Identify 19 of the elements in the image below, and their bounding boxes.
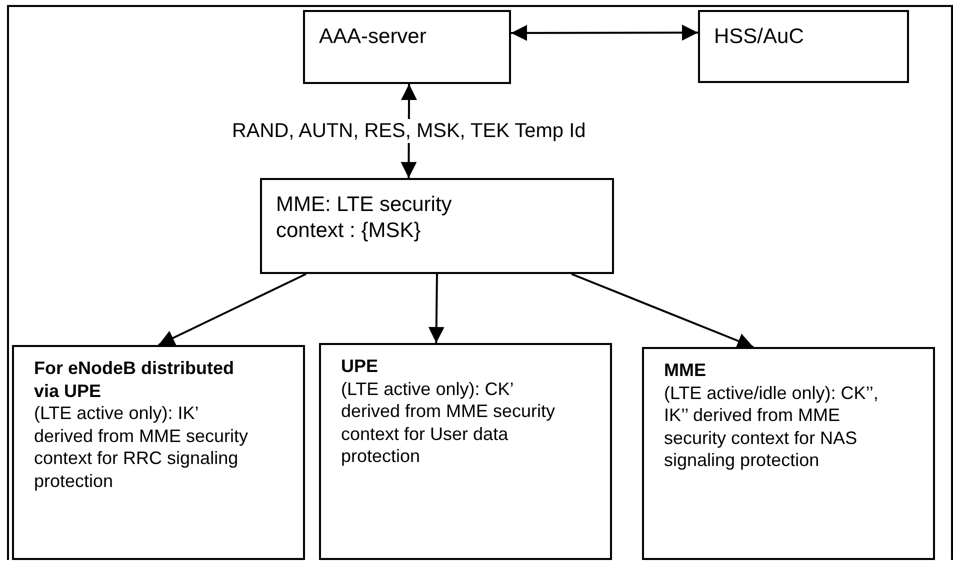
arrow — [511, 24, 698, 41]
process-box — [260, 178, 614, 274]
box-heading: For eNodeB distributed via UPE — [34, 357, 236, 402]
process-box — [12, 345, 305, 560]
process-box — [319, 343, 612, 560]
box-text: (LTE active/idle only): CK’’, IK’’ derived from MME security context for NAS signaling protection — [664, 382, 880, 472]
arrow — [428, 274, 444, 344]
box-text: MME: LTE security context : {MSK} — [276, 192, 453, 244]
box-text: HSS/AuC — [714, 24, 805, 50]
process-box — [303, 10, 511, 84]
arrow — [571, 273, 754, 348]
box-text: (LTE active only): CK’ derived from MME security context for User data protection — [341, 378, 556, 468]
process-box — [698, 10, 909, 83]
box-heading: UPE — [341, 355, 380, 378]
box-text: AAA-server — [319, 24, 428, 50]
process-box — [642, 347, 935, 560]
arrow — [158, 273, 306, 346]
box-heading: MME — [664, 359, 707, 382]
box-text: (LTE active only): IK’ derived from MME security context for RRC signaling protection — [34, 402, 250, 492]
